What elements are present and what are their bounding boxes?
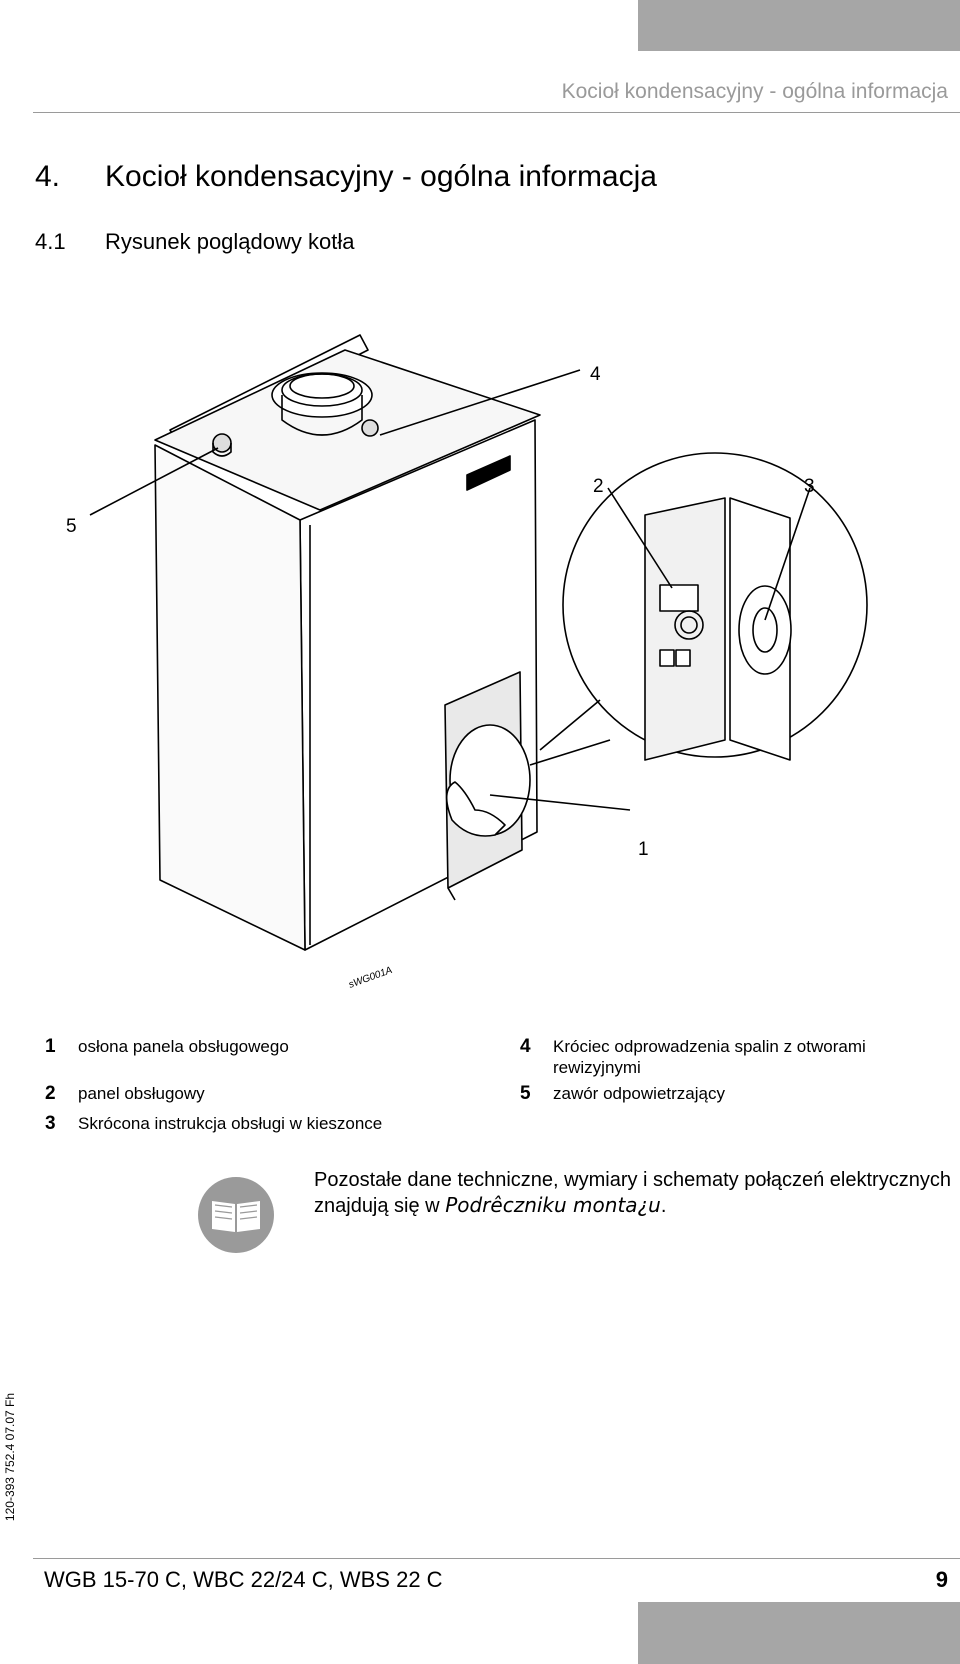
- note-text-end: .: [660, 1195, 667, 1217]
- callout-1: 1: [638, 839, 649, 860]
- legend-text: panel obsługowy: [78, 1084, 205, 1103]
- section-heading: 4. Kocioł kondensacyjny - ogólna informac…: [35, 160, 657, 194]
- book-icon: [198, 1177, 274, 1253]
- legend-text: Skrócona instrukcja obsługi w kieszonce: [78, 1114, 383, 1133]
- footer-bar: [638, 1602, 960, 1664]
- figure-code: sWG001A: [347, 965, 394, 991]
- legend-item-1: 1 osłona panela obsługowego: [45, 1036, 465, 1060]
- section-number: 4.: [35, 160, 61, 193]
- callout-4: 4: [590, 364, 601, 385]
- footer-rule: [33, 1558, 960, 1559]
- legend-text: Króciec odprowadzenia spalin z otworami …: [553, 1037, 866, 1077]
- note-text: Pozostałe dane techniczne, wymiary i sch…: [314, 1168, 954, 1219]
- legend-item-2: 2 panel obsługowy: [45, 1083, 465, 1107]
- section-title: Kocioł kondensacyjny - ogólna informacja: [105, 160, 657, 193]
- legend-text: zawór odpowietrzający: [553, 1084, 725, 1103]
- page-number: 9: [935, 1567, 948, 1592]
- subsection-heading: 4.1 Rysunek poglądowy kotła: [35, 229, 354, 255]
- legend-number: 4: [520, 1036, 531, 1057]
- legend-number: 3: [45, 1113, 56, 1134]
- subsection-number: 4.1: [35, 229, 66, 254]
- legend-number: 2: [45, 1083, 56, 1104]
- subsection-title: Rysunek poglądowy kotła: [105, 229, 355, 254]
- legend-text: osłona panela obsługowego: [78, 1037, 289, 1056]
- note-reference: Podrêczniku monta¿u: [445, 1193, 661, 1217]
- legend-item-5: 5 zawór odpowietrzający: [520, 1083, 950, 1107]
- note-text-main: Pozostałe dane techniczne, wymiary i sch…: [314, 1169, 951, 1217]
- callout-3: 3: [804, 476, 815, 497]
- legend-number: 5: [520, 1083, 531, 1104]
- document-code: 120-393 752.4 07.07 Fh: [3, 1392, 17, 1522]
- header-rule: [33, 112, 960, 113]
- running-header: Kocioł kondensacyjny - ogólna informacja: [561, 80, 948, 103]
- legend-item-3: 3 Skrócona instrukcja obsługi w kieszonc…: [45, 1113, 465, 1137]
- callout-2: 2: [593, 476, 604, 497]
- header-bar: [638, 0, 960, 51]
- footer-models: WGB 15-70 C, WBC 22/24 C, WBS 22 C: [44, 1567, 443, 1592]
- legend-item-4: 4 Króciec odprowadzenia spalin z otworam…: [520, 1036, 950, 1080]
- legend-number: 1: [45, 1036, 56, 1057]
- callout-5: 5: [66, 516, 77, 537]
- boiler-illustration: 4 5 2 3 1 sWG001A: [66, 334, 868, 991]
